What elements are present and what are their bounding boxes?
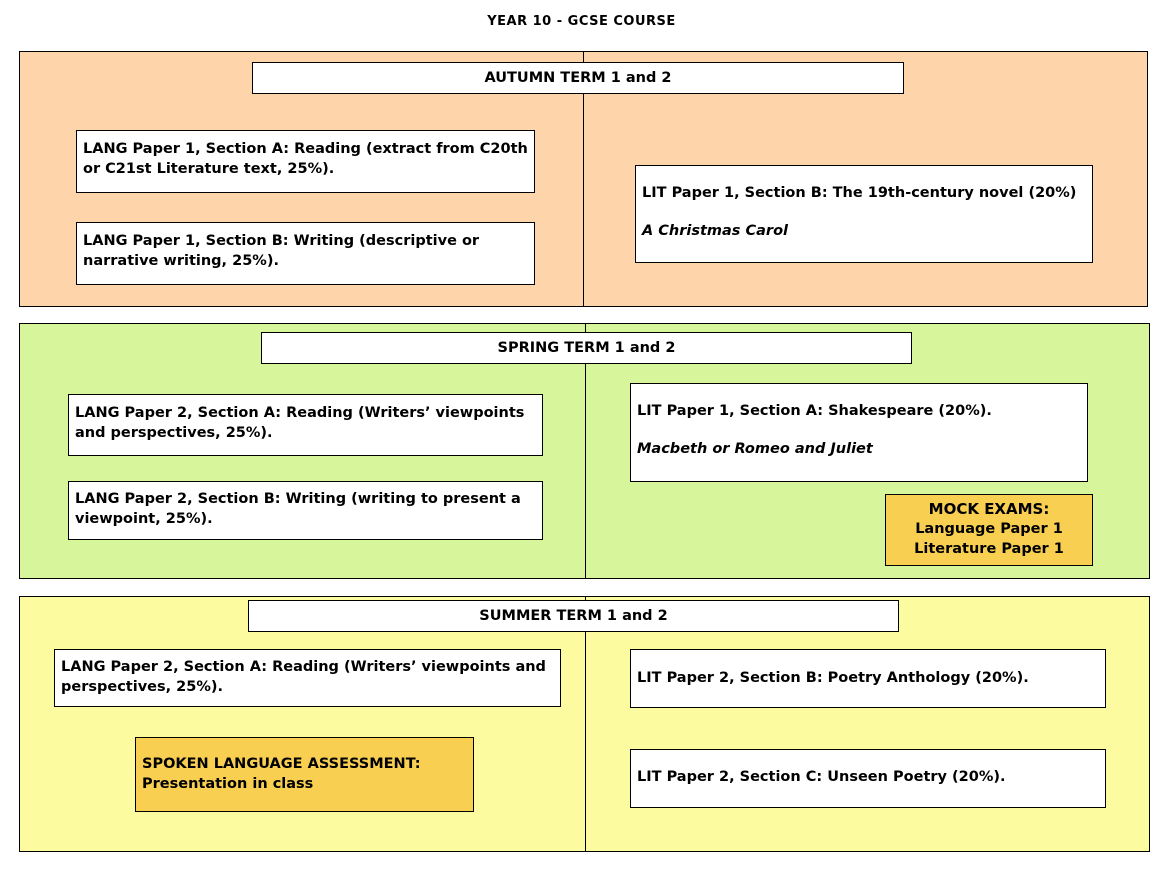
spring-term-header: SPRING TERM 1 and 2 [261,332,912,364]
mock-exams-callout: MOCK EXAMS: Language Paper 1 Literature … [885,494,1093,566]
summer-lang-reading-box: LANG Paper 2, Section A: Reading (Writer… [54,649,561,707]
page-title: YEAR 10 - GCSE COURSE [487,14,676,29]
spring-lang-writing-box: LANG Paper 2, Section B: Writing (writin… [68,481,543,540]
mock-exams-heading: MOCK EXAMS: [928,500,1050,518]
summer-lit-anthology-box: LIT Paper 2, Section B: Poetry Anthology… [630,649,1106,708]
spring-lang-reading-box: LANG Paper 2, Section A: Reading (Writer… [68,394,543,456]
lit-box-title: LIT Paper 1, Section B: The 19th-century… [642,185,1077,201]
summer-term-panel [19,596,1150,852]
lit-box-text: A Christmas Carol [642,223,788,239]
mock-exams-literature: Literature Paper 1 [914,541,1064,557]
summer-column-divider [585,597,586,851]
spring-column-divider [585,324,586,578]
spoken-language-text: Presentation in class [142,776,314,792]
lit-box-text: Macbeth or Romeo and Juliet [637,441,873,457]
lit-box-title: LIT Paper 1, Section A: Shakespeare (20%… [637,403,992,419]
summer-lit-unseen-box: LIT Paper 2, Section C: Unseen Poetry (2… [630,749,1106,808]
autumn-lit-novel-box: LIT Paper 1, Section B: The 19th-century… [635,165,1093,263]
spoken-language-callout: SPOKEN LANGUAGE ASSESSMENT: Presentation… [135,737,474,812]
spoken-language-heading: SPOKEN LANGUAGE ASSESSMENT: [142,756,421,772]
autumn-lang-reading-box: LANG Paper 1, Section A: Reading (extrac… [76,130,535,193]
autumn-lang-writing-box: LANG Paper 1, Section B: Writing (descri… [76,222,535,285]
mock-exams-language: Language Paper 1 [915,521,1063,537]
autumn-column-divider [583,52,584,306]
autumn-term-header: AUTUMN TERM 1 and 2 [252,62,904,94]
summer-term-header: SUMMER TERM 1 and 2 [248,600,899,632]
spring-lit-shakespeare-box: LIT Paper 1, Section A: Shakespeare (20%… [630,383,1088,482]
